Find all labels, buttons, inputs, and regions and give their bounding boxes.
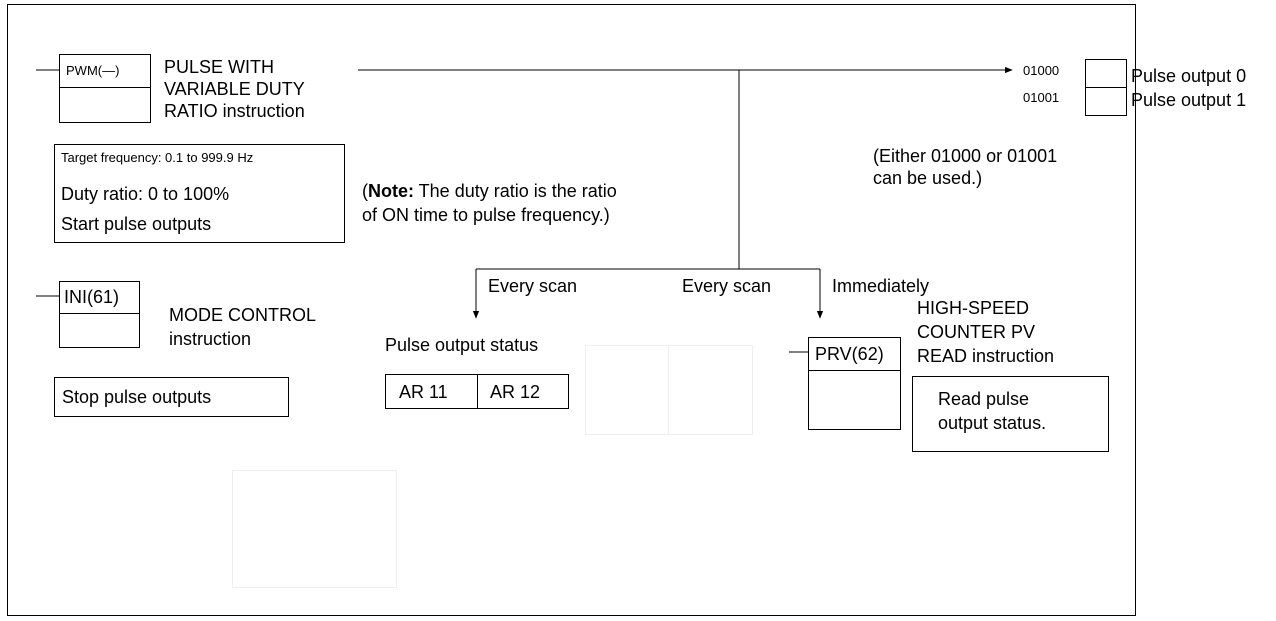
pwm-detail-frequency: Target frequency: 0.1 to 999.9 Hz (61, 150, 254, 165)
status-cell-ar12: AR 12 (490, 382, 541, 402)
prv-action-box (912, 376, 1109, 452)
flow-label-immediately: Immediately (832, 276, 930, 296)
pwm-label: PWM(—) (66, 63, 120, 78)
ghost-box (585, 345, 753, 435)
ghost-box-lower (232, 470, 397, 588)
pwm-title-line-1: PULSE WITH (164, 57, 275, 77)
prv-title-line-2: COUNTER PV (917, 322, 1036, 342)
pwm-details-box (54, 144, 345, 243)
note-bold: Note: (368, 181, 414, 201)
ini-instruction-block (59, 281, 140, 348)
prv-instruction-block (808, 337, 901, 430)
ini-title-line-1: MODE CONTROL (169, 305, 317, 325)
flow-label-every-scan-2: Every scan (682, 276, 772, 296)
prv-title-line-1: HIGH-SPEED (917, 298, 1030, 318)
flow-label-every-scan-1: Every scan (488, 276, 578, 296)
note-open-paren: ( (362, 181, 368, 201)
status-register-box (385, 374, 569, 409)
ini-label: INI(61) (64, 287, 120, 307)
note-line-1-rest: The duty ratio is the ratio (414, 181, 617, 201)
note-line-1: (Note: The duty ratio is the ratio (362, 181, 617, 202)
output-coil-0 (1085, 59, 1127, 88)
ini-action-text: Stop pulse outputs (62, 387, 212, 407)
status-cell-ar11: AR 11 (399, 382, 448, 402)
pwm-title-line-3: RATIO instruction (164, 101, 305, 121)
prv-title-line-3: READ instruction (917, 346, 1055, 366)
pwm-detail-start: Start pulse outputs (61, 214, 212, 234)
output-label-1: Pulse output 1 (1131, 90, 1247, 110)
note-line-2: of ON time to pulse frequency.) (362, 205, 610, 225)
output-coil-1 (1085, 87, 1127, 116)
prv-label: PRV(62) (815, 344, 884, 364)
ini-title-line-2: instruction (169, 329, 252, 349)
status-title: Pulse output status (385, 335, 539, 355)
prv-action-line-1: Read pulse (938, 389, 1030, 409)
ini-action-box (54, 377, 289, 417)
output-note-line-2: can be used.) (873, 168, 983, 188)
diagram-frame (7, 4, 1136, 616)
output-address-1: 01001 (1023, 90, 1060, 105)
ghost-divider (668, 345, 669, 435)
output-note-line-1: (Either 01000 or 01001 (873, 146, 1058, 166)
output-address-0: 01000 (1023, 63, 1060, 78)
output-label-0: Pulse output 0 (1131, 66, 1247, 86)
pwm-title-line-2: VARIABLE DUTY (164, 79, 305, 99)
prv-action-line-2: output status. (938, 413, 1047, 433)
pwm-detail-duty: Duty ratio: 0 to 100% (61, 184, 230, 204)
pwm-instruction-block (59, 54, 151, 123)
